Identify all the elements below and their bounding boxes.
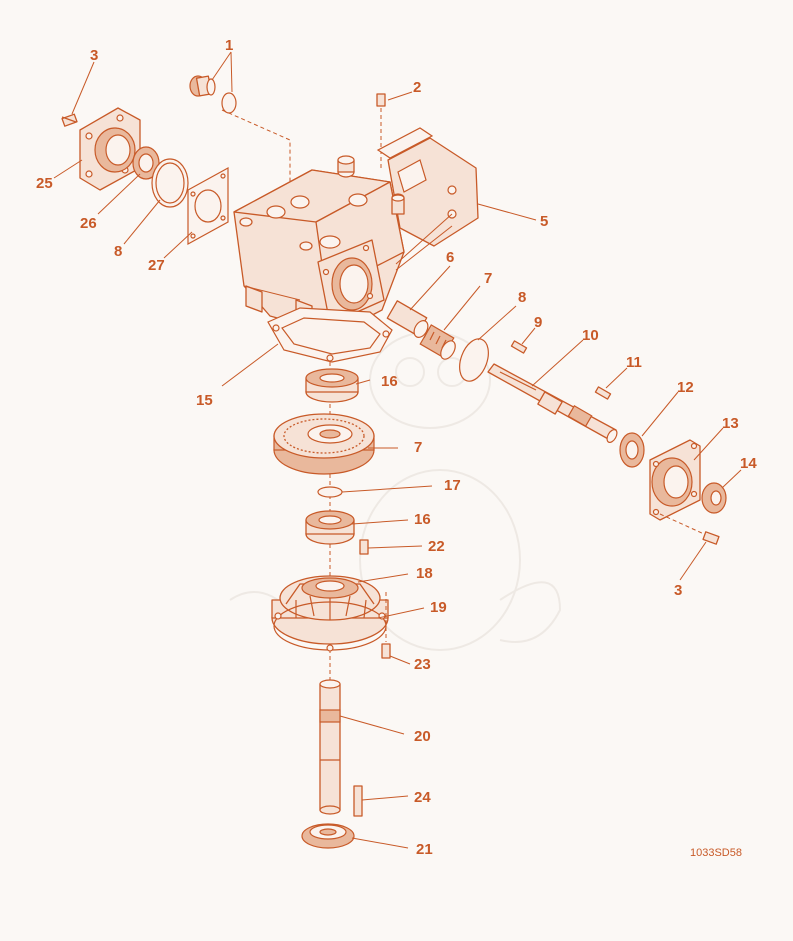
- callout-3-lower: 3: [674, 582, 682, 599]
- callout-27: 27: [148, 257, 165, 274]
- gearbox-housing: [233, 127, 479, 335]
- part-3-bolt-upper: [61, 113, 78, 127]
- part-3-bolt-lower: [659, 513, 720, 545]
- part-21-seal-bottom: [301, 823, 355, 849]
- callout-14: 14: [740, 455, 757, 472]
- leader-lines: [53, 51, 742, 849]
- callout-2: 2: [413, 79, 421, 96]
- callout-16-upper: 16: [381, 373, 398, 390]
- callout-13: 13: [722, 415, 739, 432]
- callout-8-right: 8: [518, 289, 526, 306]
- callout-15: 15: [196, 392, 213, 409]
- assembly-line: [221, 109, 291, 190]
- callout-1: 1: [225, 37, 233, 54]
- part-14-seal-right: [701, 482, 727, 514]
- part-7-pinion-gear: [419, 324, 456, 360]
- part-27-gasket: [187, 166, 229, 246]
- part-23-bolt: [381, 592, 391, 659]
- part-6-spacer: [386, 300, 429, 338]
- callout-23: 23: [414, 656, 431, 673]
- part-12-bearing-right: [619, 432, 645, 468]
- callout-10: 10: [582, 327, 599, 344]
- callout-7-gear: 7: [414, 439, 422, 456]
- callout-12: 12: [677, 379, 694, 396]
- part-24-key: [353, 785, 363, 817]
- part-20-output-shaft: [319, 679, 341, 815]
- callout-20: 20: [414, 728, 431, 745]
- callout-17: 17: [444, 477, 461, 494]
- part-9-key: [510, 340, 528, 354]
- callout-11: 11: [626, 354, 642, 371]
- callout-26: 26: [80, 215, 97, 232]
- part-2-breather: [376, 93, 386, 170]
- callout-19: 19: [430, 599, 447, 616]
- callout-25: 25: [36, 175, 53, 192]
- callout-9: 9: [534, 314, 542, 331]
- callout-3-upper: 3: [90, 47, 98, 64]
- part-16-bearing-lower: [305, 510, 355, 545]
- part-8-oring-upper: [151, 158, 189, 208]
- callout-18: 18: [416, 565, 433, 582]
- callout-5: 5: [540, 213, 548, 230]
- callout-22: 22: [428, 538, 445, 555]
- part-11-key: [594, 386, 612, 400]
- part-19-seal-lower: [273, 601, 387, 652]
- part-17-snap-ring: [317, 486, 343, 498]
- callout-7-pinion: 7: [484, 270, 492, 287]
- part-16-bearing-upper: [305, 368, 359, 403]
- part-22-key: [359, 539, 369, 555]
- callout-6: 6: [446, 249, 454, 266]
- callout-8-upper: 8: [114, 243, 122, 260]
- part-26-bearing-upper: [132, 146, 160, 180]
- callout-21: 21: [416, 841, 433, 858]
- callout-24: 24: [414, 789, 431, 806]
- part-10-input-shaft: [487, 363, 618, 443]
- part-8-oring-right: [459, 338, 489, 382]
- leader-line: [395, 225, 453, 271]
- leader-line: [395, 213, 453, 265]
- callout-16-lower: 16: [414, 511, 431, 528]
- part-25-bearing-flange-upper: [79, 107, 141, 191]
- part-7-bevel-gear: [273, 413, 375, 475]
- part-13-bearing-flange-right: [649, 439, 701, 521]
- part-1-fill-plug: [189, 75, 237, 114]
- part-15-gasket-lower: [267, 307, 393, 363]
- drawing-id-label: 1033SD58: [690, 847, 742, 859]
